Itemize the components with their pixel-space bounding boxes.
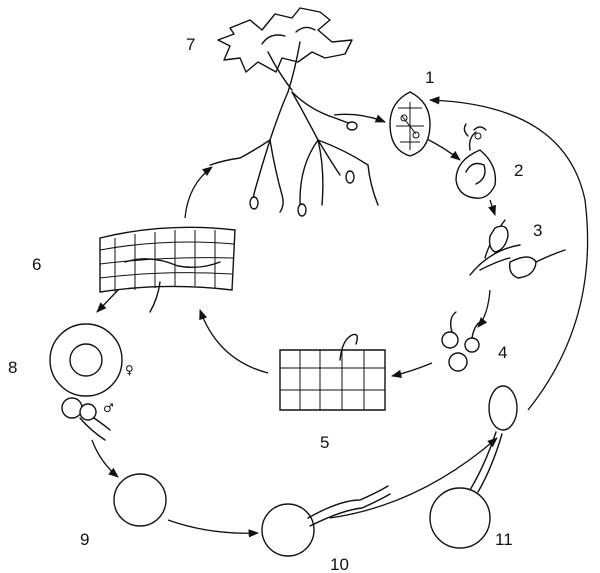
spores bbox=[442, 312, 480, 371]
female-symbol: ♀ bbox=[125, 363, 134, 377]
arrow-2-to-3 bbox=[490, 200, 495, 215]
root-system bbox=[210, 92, 378, 215]
plant-with-infected-roots bbox=[210, 8, 378, 216]
germinating-oospore bbox=[262, 486, 390, 556]
arrow-1-to-2 bbox=[425, 138, 460, 160]
stage-label-5: 5 bbox=[320, 433, 329, 452]
root-gall bbox=[298, 204, 306, 216]
sporangium bbox=[489, 386, 517, 430]
stage-label-8: 8 bbox=[8, 358, 17, 377]
arrow-4-to-5 bbox=[392, 363, 432, 376]
arrow-5-to-6 bbox=[200, 310, 268, 373]
arrow-9-to-10 bbox=[168, 520, 258, 533]
juvenile-larvae bbox=[470, 220, 565, 278]
stage-label-1: 1 bbox=[425, 68, 434, 87]
stage-label-9: 9 bbox=[80, 530, 89, 549]
hatching-egg bbox=[456, 124, 495, 198]
root-gall bbox=[347, 122, 357, 130]
oospore bbox=[114, 474, 166, 526]
stage-label-10: 10 bbox=[330, 555, 349, 573]
oogonium-and-antheridium: ♀ ♂ bbox=[50, 324, 134, 440]
stage-label-4: 4 bbox=[498, 343, 507, 362]
root-gall bbox=[346, 171, 354, 183]
cyst-with-eggs bbox=[390, 92, 430, 156]
plant-leaves bbox=[218, 8, 352, 72]
male-symbol: ♂ bbox=[103, 401, 114, 415]
stage-label-11: 11 bbox=[495, 530, 513, 549]
arrow-8-to-9 bbox=[92, 440, 118, 477]
root-cell-tissue bbox=[280, 334, 385, 410]
root-cross-section bbox=[100, 227, 235, 312]
arrow-6-to-7 bbox=[185, 167, 212, 218]
stage-label-3: 3 bbox=[533, 221, 542, 240]
stage-label-6: 6 bbox=[32, 255, 41, 274]
sporangium-formation bbox=[430, 386, 517, 548]
stage-label-2: 2 bbox=[514, 161, 523, 180]
antheridium bbox=[62, 398, 82, 418]
root-gall bbox=[250, 197, 258, 209]
stage-label-7: 7 bbox=[186, 35, 195, 54]
plant-stems bbox=[268, 42, 318, 140]
